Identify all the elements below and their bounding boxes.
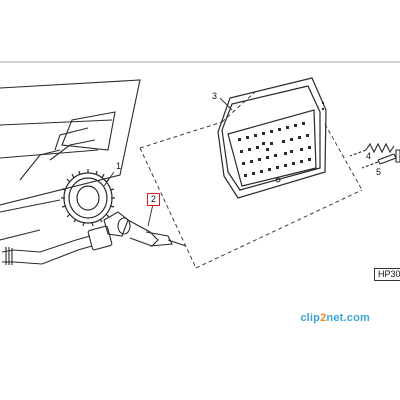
callout-4: 4 bbox=[366, 151, 372, 161]
part-3-headlamp bbox=[217, 77, 327, 199]
watermark-text-part1: clip bbox=[300, 312, 321, 324]
part-1-housing-ring bbox=[61, 169, 115, 227]
watermark-text-part2: 2 bbox=[320, 312, 327, 324]
callout-2-highlighted: 2 bbox=[147, 193, 161, 206]
callout-5: 5 bbox=[376, 167, 382, 177]
headlamp-lens-pattern bbox=[238, 102, 324, 177]
callout-1: 1 bbox=[116, 161, 122, 171]
part-4-spring bbox=[349, 142, 395, 157]
watermark-logo: clip2net.com bbox=[300, 312, 370, 324]
figure-code-label: HP30 bbox=[374, 268, 400, 281]
leader-line-2 bbox=[147, 203, 154, 227]
wiring-harness bbox=[1, 225, 113, 265]
part-2-bulb bbox=[103, 211, 187, 247]
leader-line-3 bbox=[219, 97, 233, 111]
vehicle-body bbox=[0, 79, 141, 241]
watermark-text-part3: net.com bbox=[326, 312, 370, 324]
leader-line-1 bbox=[103, 171, 115, 187]
mounting-dashed-box bbox=[139, 91, 363, 269]
part-5-screw bbox=[361, 149, 400, 169]
headlamp-screw-hole bbox=[275, 177, 281, 183]
callout-3: 3 bbox=[212, 91, 218, 101]
